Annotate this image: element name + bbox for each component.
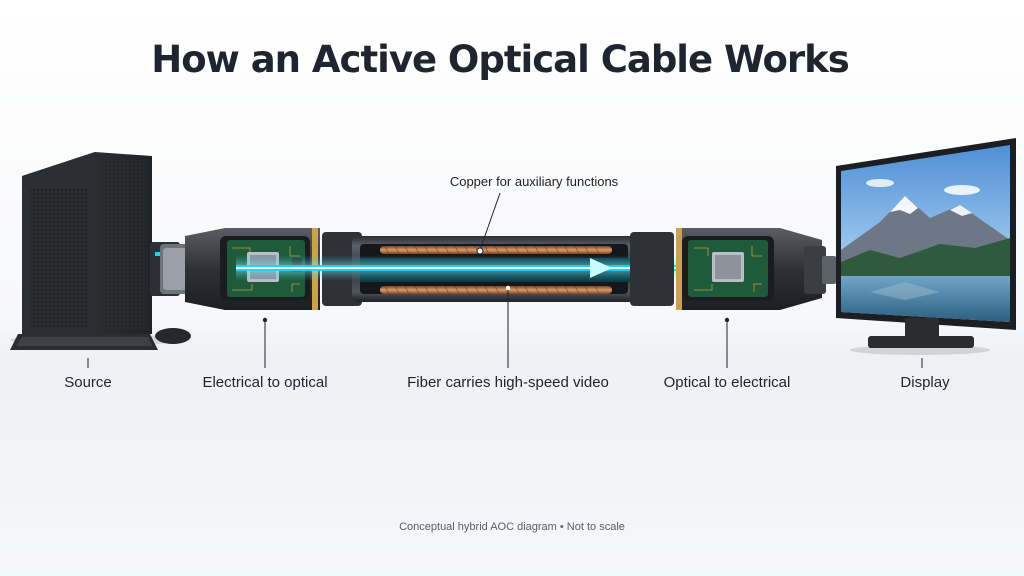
lake xyxy=(841,276,1010,322)
right-transceiver xyxy=(630,228,836,310)
label-optical-to-electrical: Optical to electrical xyxy=(663,374,791,391)
source-computer xyxy=(10,152,191,350)
label-fiber: Fiber carries high-speed video xyxy=(407,374,609,391)
label-source: Source xyxy=(64,374,112,391)
monitor-stand xyxy=(868,336,974,348)
leader-lines xyxy=(87,192,923,368)
power-led xyxy=(155,252,160,256)
mouse xyxy=(155,328,191,344)
copper-callout: Copper for auxiliary functions xyxy=(449,174,619,189)
diagram-title: How an Active Optical Cable Works xyxy=(151,38,850,81)
display-monitor xyxy=(836,138,1016,355)
signal-arrow xyxy=(590,258,612,278)
label-display: Display xyxy=(900,374,950,391)
footer-note: Conceptual hybrid AOC diagram • Not to s… xyxy=(399,521,625,533)
label-electrical-to-optical: Electrical to optical xyxy=(202,374,328,391)
mesh-panel xyxy=(30,188,88,328)
